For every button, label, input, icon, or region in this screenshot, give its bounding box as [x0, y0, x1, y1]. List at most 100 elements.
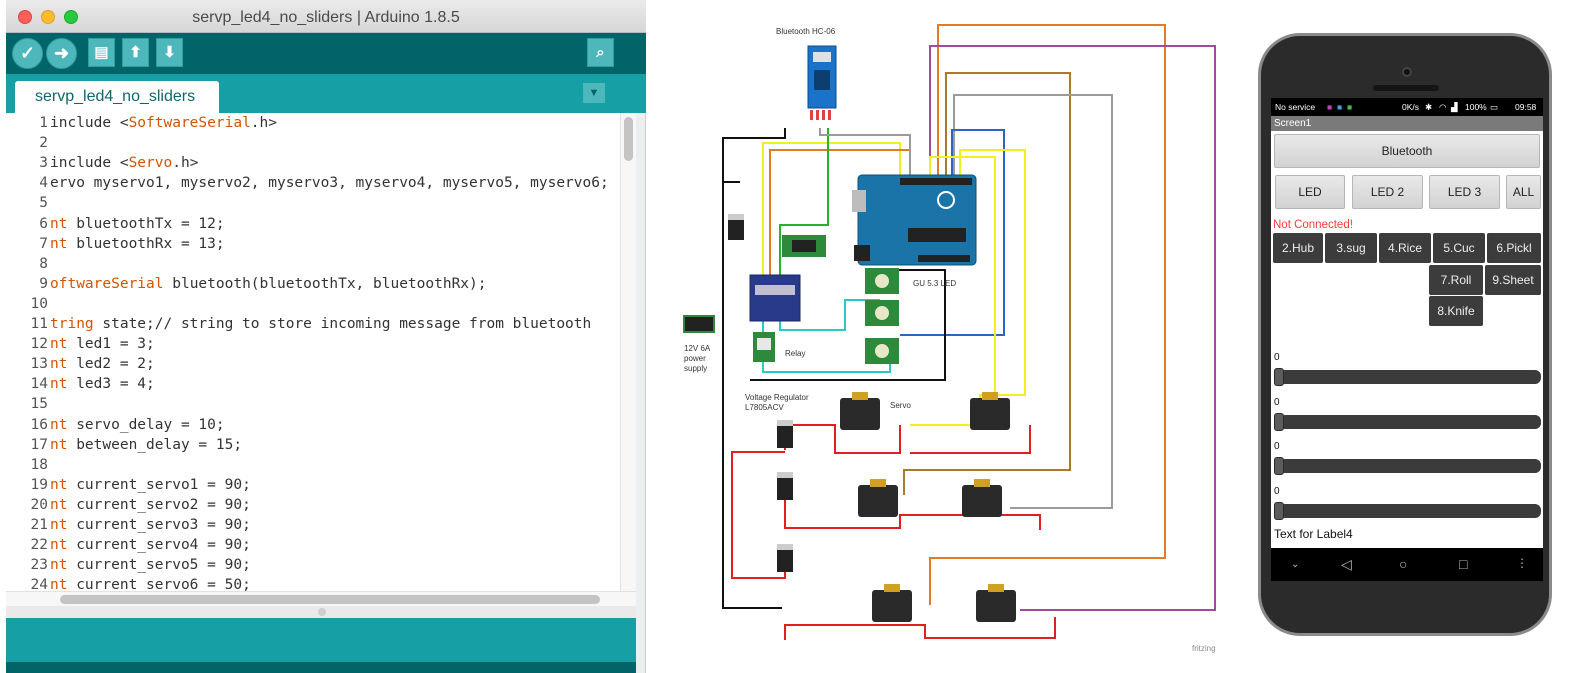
label4: Text for Label4 — [1274, 527, 1353, 541]
signal-icon: ▟ — [1451, 102, 1458, 112]
slider-1-track[interactable] — [1279, 370, 1541, 384]
line-number: 21 — [30, 517, 48, 533]
wire-yellow2 — [910, 156, 996, 426]
voltage-regulator-2 — [777, 472, 793, 500]
horizontal-scroll-thumb[interactable] — [60, 595, 600, 604]
label-power-supply: 12V 6A power supply — [684, 344, 710, 373]
code-line[interactable]: nt led2 = 2; — [50, 356, 155, 372]
code-line[interactable]: nt current_servo3 = 90; — [50, 517, 251, 533]
bluetooth-button[interactable]: Bluetooth — [1274, 134, 1540, 168]
tab-menu-button[interactable]: ▼ — [583, 83, 605, 103]
sheet-button[interactable]: 9.Sheet — [1485, 265, 1541, 295]
wire-purple — [929, 45, 1216, 611]
led2-button[interactable]: LED 2 — [1352, 175, 1423, 209]
nav-home-icon[interactable]: ○ — [1399, 556, 1408, 572]
nav-recents-icon[interactable]: □ — [1459, 556, 1468, 572]
chevron-down-icon: ▼ — [588, 87, 600, 99]
close-window-button[interactable] — [18, 10, 32, 24]
code-keyword: nt — [50, 416, 68, 433]
new-sketch-button[interactable]: ▤ — [88, 38, 115, 67]
code-line[interactable]: tring state;// string to store incoming … — [50, 316, 591, 332]
upload-button[interactable]: ➜ — [46, 38, 77, 69]
front-camera — [1402, 67, 1412, 77]
minimize-window-button[interactable] — [41, 10, 55, 24]
slider-4-value: 0 — [1274, 486, 1280, 497]
save-sketch-button[interactable]: ⬇ — [156, 38, 183, 67]
line-number: 18 — [30, 456, 48, 473]
code-keyword: nt — [50, 537, 68, 554]
slider-4-track[interactable] — [1279, 504, 1541, 518]
hub-button[interactable]: 2.Hub — [1273, 233, 1323, 263]
code-line[interactable]: nt current_servo2 = 90; — [50, 497, 251, 513]
voltage-regulator-top — [728, 214, 744, 240]
code-line[interactable]: nt current_servo1 = 90; — [50, 477, 251, 493]
nav-collapse-icon[interactable]: ⌄ — [1291, 559, 1300, 570]
vertical-scroll-thumb[interactable] — [624, 117, 633, 161]
line-number: 23 — [30, 557, 48, 574]
editor-vertical-scrollbar[interactable] — [620, 113, 636, 591]
roll-button[interactable]: 7.Roll — [1429, 265, 1483, 295]
code-keyword: tring — [50, 316, 94, 332]
console-splitter[interactable] — [6, 606, 636, 618]
line-number: 2 — [39, 135, 48, 152]
all-button[interactable]: ALL — [1506, 175, 1541, 209]
rice-button[interactable]: 4.Rice — [1379, 233, 1431, 263]
servo-2 — [970, 392, 1010, 430]
pickl-button[interactable]: 6.Pickl — [1487, 233, 1541, 263]
wire-brown — [903, 72, 1071, 495]
nav-more-icon[interactable]: ⋮ — [1516, 556, 1528, 570]
tab-sketch[interactable]: servp_led4_no_sliders — [15, 81, 219, 113]
bluetooth-status-icon: ✱ — [1425, 102, 1433, 112]
nav-back-icon[interactable]: ◁ — [1341, 556, 1352, 572]
line-number: 11 — [30, 316, 48, 332]
splitter-grip[interactable] — [318, 608, 326, 616]
slider-4-thumb[interactable] — [1274, 502, 1284, 520]
code-line[interactable]: nt led1 = 3; — [50, 336, 155, 352]
slider-1-thumb[interactable] — [1274, 368, 1284, 386]
code-line[interactable]: nt between_delay = 15; — [50, 437, 242, 453]
wire-yellow-left — [762, 142, 901, 290]
code-line[interactable]: nt current_servo5 = 90; — [50, 557, 251, 573]
code-line[interactable]: include <SoftwareSerial.h> — [50, 115, 277, 131]
code-line[interactable]: nt bluetoothTx = 12; — [50, 216, 225, 232]
code-line[interactable]: ervo myservo1, myservo2, myservo3, myser… — [50, 175, 609, 191]
led-button[interactable]: LED — [1275, 175, 1345, 209]
slider-3-thumb[interactable] — [1274, 457, 1284, 475]
code-line[interactable]: oftwareSerial bluetooth(bluetoothTx, blu… — [50, 276, 487, 292]
slider-2-track[interactable] — [1279, 415, 1541, 429]
status-no-service: No service — [1275, 102, 1316, 112]
zoom-window-button[interactable] — [64, 10, 78, 24]
wire-green — [779, 128, 829, 290]
open-sketch-button[interactable]: ⬆ — [122, 38, 149, 67]
slider-1-value: 0 — [1274, 352, 1280, 363]
code-text: current_servo6 = 50; — [67, 577, 251, 591]
code-text: current_servo2 = 90; — [67, 496, 251, 513]
check-icon: ✓ — [19, 43, 36, 63]
arduino-ide-window: servp_led4_no_sliders | Arduino 1.8.5 ✓ … — [6, 0, 646, 673]
slider-3-track[interactable] — [1279, 459, 1541, 473]
code-line[interactable]: nt servo_delay = 10; — [50, 417, 225, 433]
code-line[interactable]: nt current_servo4 = 90; — [50, 537, 251, 553]
tab-bar: servp_led4_no_sliders ▼ — [6, 74, 646, 113]
code-line[interactable]: nt current_servo6 = 50; — [50, 577, 251, 591]
code-line[interactable]: nt bluetoothRx = 13; — [50, 236, 225, 252]
code-text: led3 = 4; — [67, 376, 155, 393]
slider-2-thumb[interactable] — [1274, 413, 1284, 431]
code-keyword: nt — [50, 496, 68, 513]
editor-horizontal-scrollbar[interactable] — [6, 591, 636, 606]
led-module-2 — [865, 300, 899, 326]
code-text: bluetooth(bluetoothTx, bluetoothRx); — [163, 275, 487, 292]
verify-button[interactable]: ✓ — [12, 38, 43, 69]
led3-button[interactable]: LED 3 — [1429, 175, 1500, 209]
knife-button[interactable]: 8.Knife — [1429, 296, 1483, 326]
wire-red3 — [784, 617, 1056, 640]
sug-button[interactable]: 3.sug — [1325, 233, 1377, 263]
code-line[interactable]: include <Servo.h> — [50, 155, 198, 171]
cuc-button[interactable]: 5.Cuc — [1433, 233, 1485, 263]
line-number: 4 — [39, 175, 48, 192]
serial-monitor-button[interactable]: ⌕ — [587, 38, 614, 67]
connection-status: Not Connected! — [1273, 219, 1353, 231]
code-line[interactable]: nt led3 = 4; — [50, 376, 155, 392]
